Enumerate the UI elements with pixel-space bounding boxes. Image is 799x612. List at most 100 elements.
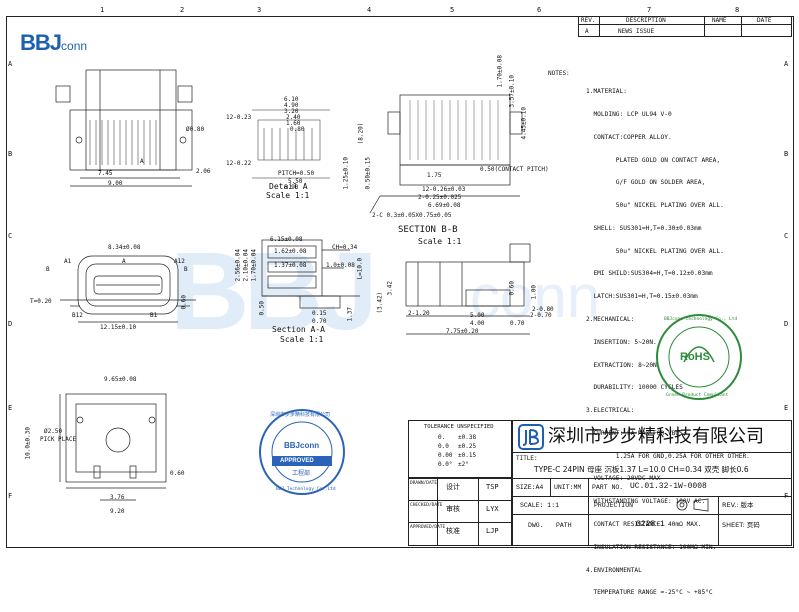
dim: 9.20 bbox=[110, 508, 125, 515]
dim: 7.45 bbox=[98, 170, 113, 177]
pick-place-circle bbox=[105, 427, 131, 453]
section-bb-title: SECTION B-B bbox=[398, 225, 458, 235]
projection-symbol-icon bbox=[676, 498, 709, 512]
rohs-ring-top: BBJconn technology Co., Ltd bbox=[664, 317, 738, 322]
ruler-mark: C bbox=[784, 232, 789, 240]
dim: PITCH=0.50 bbox=[278, 170, 315, 177]
scale: SCALE: 1:1 bbox=[520, 502, 560, 509]
part-no: UC.01.32-1W-0008 bbox=[630, 482, 707, 491]
ruler-mark: 7 bbox=[647, 6, 652, 14]
dim: 6.90 bbox=[284, 184, 299, 191]
checked-label: CHECKED/DATE bbox=[410, 503, 443, 508]
note-line: G/F GOLD ON SOLDER AREA, bbox=[586, 179, 706, 187]
ruler-mark: 1 bbox=[100, 6, 105, 14]
notes-header: NOTES: bbox=[548, 70, 570, 77]
top-view-body bbox=[69, 109, 193, 171]
dwg-label: DWG. bbox=[528, 522, 544, 529]
dim: B bbox=[184, 266, 188, 273]
tolerance-key: 0.0 bbox=[438, 443, 449, 450]
dim: 12.15±0.10 bbox=[100, 324, 137, 331]
unit: UNIT:MM bbox=[554, 484, 582, 491]
tolerance-value: ±0.15 bbox=[458, 452, 477, 459]
dim: 0.50 bbox=[258, 301, 266, 316]
drawn-name: TSP bbox=[486, 483, 499, 491]
dim: 1.62±0.08 bbox=[274, 248, 307, 255]
dim: 0.70 bbox=[312, 318, 327, 325]
note-line: SHELL: SUS301=H,T=0.30±0.03mm bbox=[586, 224, 702, 232]
ruler-mark: E bbox=[784, 404, 789, 412]
dim: 1.75 bbox=[427, 172, 442, 179]
ruler-mark: E bbox=[8, 404, 13, 412]
dim: 0.60 bbox=[180, 295, 188, 310]
dim: B bbox=[46, 266, 50, 273]
brand-watermark-conn: conn bbox=[470, 263, 601, 330]
approved-label: APPROVED/DATE bbox=[410, 525, 446, 530]
note-line: INSULATION RESISTANCE: 100MΩ MIN. bbox=[586, 543, 717, 551]
brand-secondary: conn bbox=[61, 39, 88, 53]
tolerance-key: 0.00 bbox=[438, 452, 453, 459]
dim: 0.80 bbox=[290, 126, 305, 133]
note-line: INSERTION: 5~20N. bbox=[586, 338, 657, 346]
note-line: 4.ENVIRONMENTAL bbox=[586, 566, 642, 574]
dim: A12 bbox=[174, 258, 185, 265]
dim: 5.00 bbox=[470, 312, 485, 319]
dim: 8.34±0.08 bbox=[108, 244, 141, 251]
bottom-view-body bbox=[65, 393, 167, 483]
side-view-body bbox=[405, 261, 525, 307]
section-aa-scale: Scale 1:1 bbox=[280, 335, 324, 344]
front-view-shell bbox=[77, 255, 179, 315]
dim: 1.0±0.08 bbox=[326, 262, 355, 269]
ruler-mark: 8 bbox=[735, 6, 740, 14]
rohs-seal: RoHS BBJconn technology Co., Ltd Green P… bbox=[654, 312, 744, 402]
brand-watermark: BBJ bbox=[170, 230, 378, 353]
tolerance-value: ±0.25 bbox=[458, 443, 477, 450]
rev-value: A bbox=[585, 28, 589, 35]
dim: 2-0.80 bbox=[532, 306, 554, 313]
dim: 1.70±0.04 bbox=[250, 248, 258, 282]
detail-a-title: Detail A bbox=[269, 182, 308, 191]
company-logo-icon bbox=[518, 424, 544, 450]
checked-cn: 审核 bbox=[446, 505, 460, 513]
dim: 7.75±0.20 bbox=[446, 328, 479, 335]
dim: 2.56±0.04 bbox=[234, 248, 242, 282]
path-label: PATH bbox=[556, 522, 572, 529]
drawn-cn: 设计 bbox=[446, 483, 460, 491]
dim: 1.00 bbox=[530, 285, 538, 300]
dim: 1.70±0.08 bbox=[496, 54, 504, 88]
note-line: 1.MATERIAL: bbox=[586, 88, 627, 96]
checked-name: LYX bbox=[486, 505, 499, 513]
drawing-geometry bbox=[55, 69, 531, 501]
dim: 0.60 bbox=[170, 470, 185, 477]
seal-approved-badge: APPROVED bbox=[280, 458, 314, 464]
seal-ring-cn: 深圳市步步精科技有限公司 bbox=[270, 412, 331, 418]
ruler-mark: 6 bbox=[537, 6, 542, 14]
rohs-ring-bottom: Green Product Compliant bbox=[666, 393, 729, 398]
dim: 1.25±0.10 bbox=[342, 156, 350, 190]
dim: (3.42) bbox=[376, 291, 384, 314]
dim: 0.50±0.15 bbox=[364, 156, 372, 190]
dim: B1 bbox=[150, 312, 158, 319]
dim: 10.0±0.30 bbox=[24, 426, 32, 460]
dim: 2-0.70 bbox=[530, 312, 552, 319]
dim: 2.10±0.04 bbox=[242, 248, 250, 282]
tolerance-value: ±0.38 bbox=[458, 434, 477, 441]
dim: 4.90 bbox=[284, 102, 299, 109]
ruler-mark: D bbox=[784, 320, 789, 328]
drawing-number: 0228-1 bbox=[636, 520, 665, 529]
note-line: MOLDING: LCP UL94 V-0 bbox=[586, 110, 672, 118]
approved-cn: 核准 bbox=[446, 527, 460, 535]
note-line: CURRENT: 5A MAX FOR VBUS; bbox=[586, 429, 687, 437]
ruler-mark: B bbox=[784, 150, 789, 158]
dim: 12-0.26±0.03 bbox=[422, 186, 466, 193]
ruler-mark: 2 bbox=[180, 6, 185, 14]
ruler-mark: A bbox=[784, 60, 789, 68]
dim: T=0.20 bbox=[30, 298, 52, 305]
dim: Ø2.50 bbox=[44, 428, 63, 435]
ruler-mark: 3 bbox=[257, 6, 262, 14]
tolerance-title: TOLERANCE UNSPECIFIED bbox=[424, 424, 494, 430]
ruler-mark: C bbox=[8, 232, 13, 240]
company-name: 深圳市步步精科技有限公司 bbox=[548, 426, 764, 447]
tolerance-key: 0.0° bbox=[438, 461, 453, 468]
dim: 5.50 bbox=[288, 178, 303, 185]
dim: CH=0.34 bbox=[332, 244, 358, 251]
